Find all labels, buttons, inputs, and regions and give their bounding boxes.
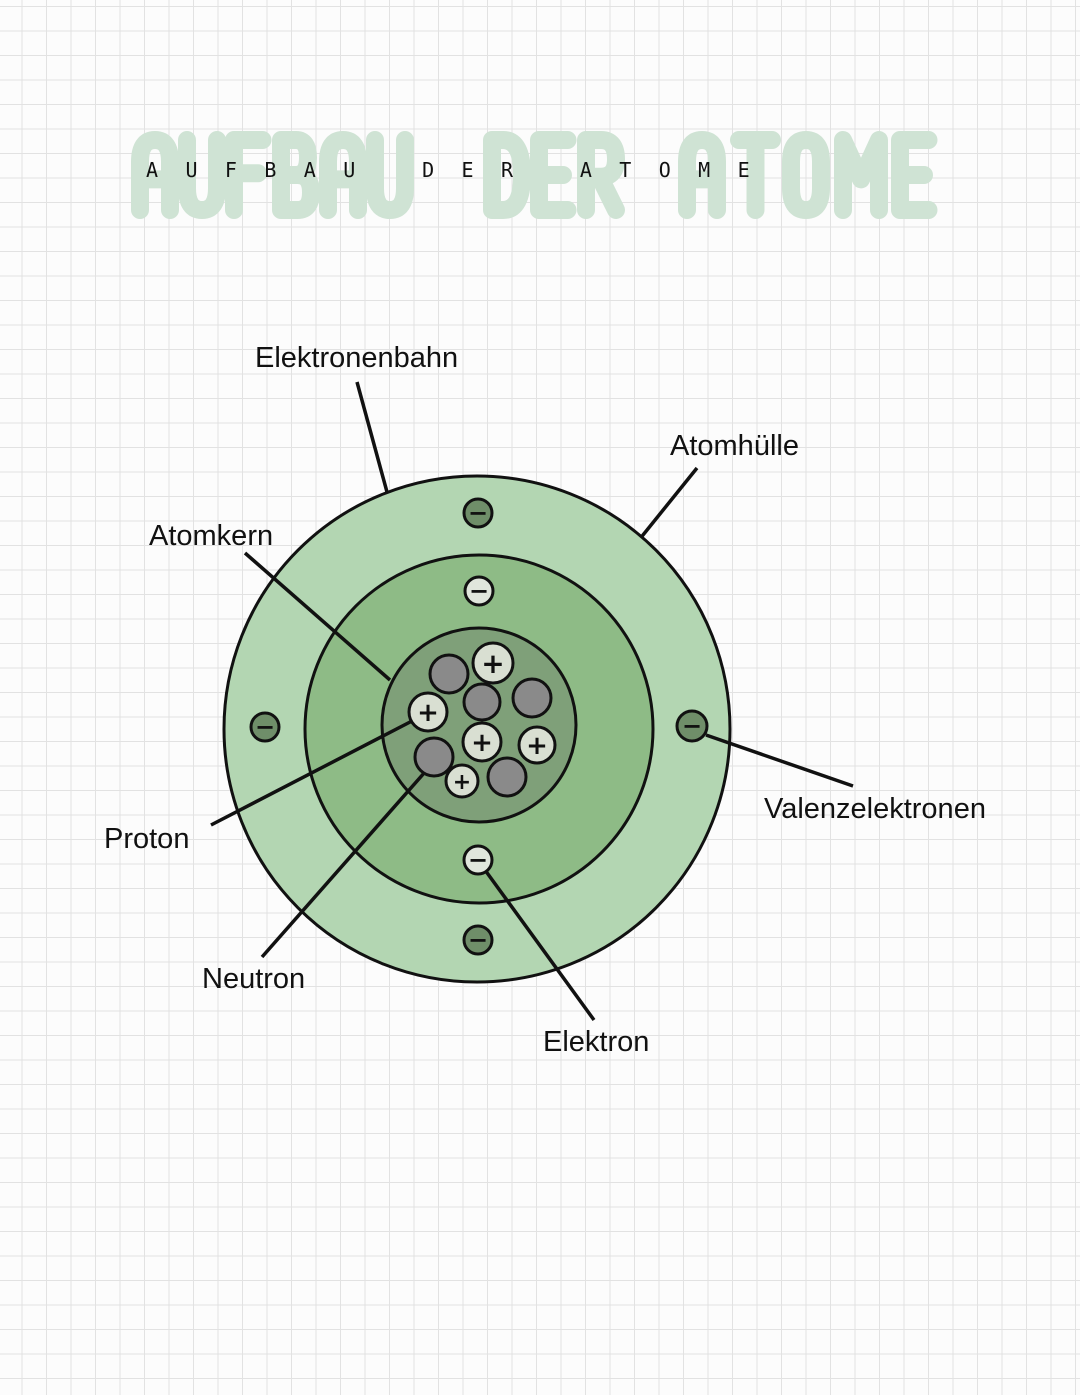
bg-letter-t <box>739 140 772 210</box>
minus-sign: − <box>255 713 275 741</box>
label-valenzelektronen: Valenzelektronen <box>764 793 986 825</box>
title-background-lettering <box>0 0 1080 260</box>
minus-sign: − <box>682 712 702 740</box>
bg-letter-a <box>140 140 170 210</box>
bg-letter-e <box>539 140 568 210</box>
leader-neutron <box>260 770 427 959</box>
plus-sign: + <box>481 647 504 680</box>
neutron <box>486 756 528 798</box>
leader-elektronenbahn <box>355 381 389 493</box>
plus-sign: + <box>471 728 493 758</box>
plus-sign: + <box>526 731 548 761</box>
neutron <box>428 653 470 695</box>
electron-outer <box>462 497 494 529</box>
minus-sign: − <box>468 926 488 954</box>
proton <box>444 763 480 799</box>
label-proton: Proton <box>104 823 189 855</box>
label-atomhuelle: Atomhülle <box>670 430 799 462</box>
proton <box>461 721 503 763</box>
bg-letter-r <box>586 140 616 210</box>
label-neutron: Neutron <box>202 963 305 995</box>
proton <box>471 641 515 685</box>
proton <box>517 725 557 765</box>
neutron <box>413 736 455 778</box>
bg-letter-b <box>281 140 311 210</box>
leader-proton <box>210 719 413 827</box>
leader-atomkern <box>243 551 392 682</box>
bg-letter-u <box>187 140 217 210</box>
bg-letter-d <box>492 140 522 210</box>
electron-outer <box>462 924 494 956</box>
leader-valenzelektronen <box>705 733 854 788</box>
bg-letter-e <box>900 140 929 210</box>
proton <box>407 691 449 733</box>
electron-outer <box>249 711 281 743</box>
bg-letter-a <box>328 140 358 210</box>
plus-sign: + <box>417 698 439 728</box>
label-elektron: Elektron <box>543 1026 649 1058</box>
plus-sign: + <box>453 770 471 795</box>
bg-letter-f <box>234 140 263 210</box>
bg-letter-u <box>375 140 405 210</box>
minus-sign: − <box>468 846 488 874</box>
minus-sign: − <box>468 499 488 527</box>
page-title: AUFBAU DER ATOME <box>146 158 778 182</box>
bg-letter-m <box>843 140 879 210</box>
neutron <box>511 677 553 719</box>
minus-sign: − <box>469 577 489 605</box>
label-elektronenbahn: Elektronenbahn <box>255 342 458 374</box>
electron-inner <box>463 575 495 607</box>
leader-elektron <box>483 868 596 1022</box>
valence-electron <box>675 709 709 743</box>
bg-letter-o <box>791 140 821 210</box>
electron-inner <box>462 844 494 876</box>
neutron <box>462 682 502 722</box>
bg-letter-a <box>687 140 717 210</box>
label-atomkern: Atomkern <box>149 520 273 552</box>
